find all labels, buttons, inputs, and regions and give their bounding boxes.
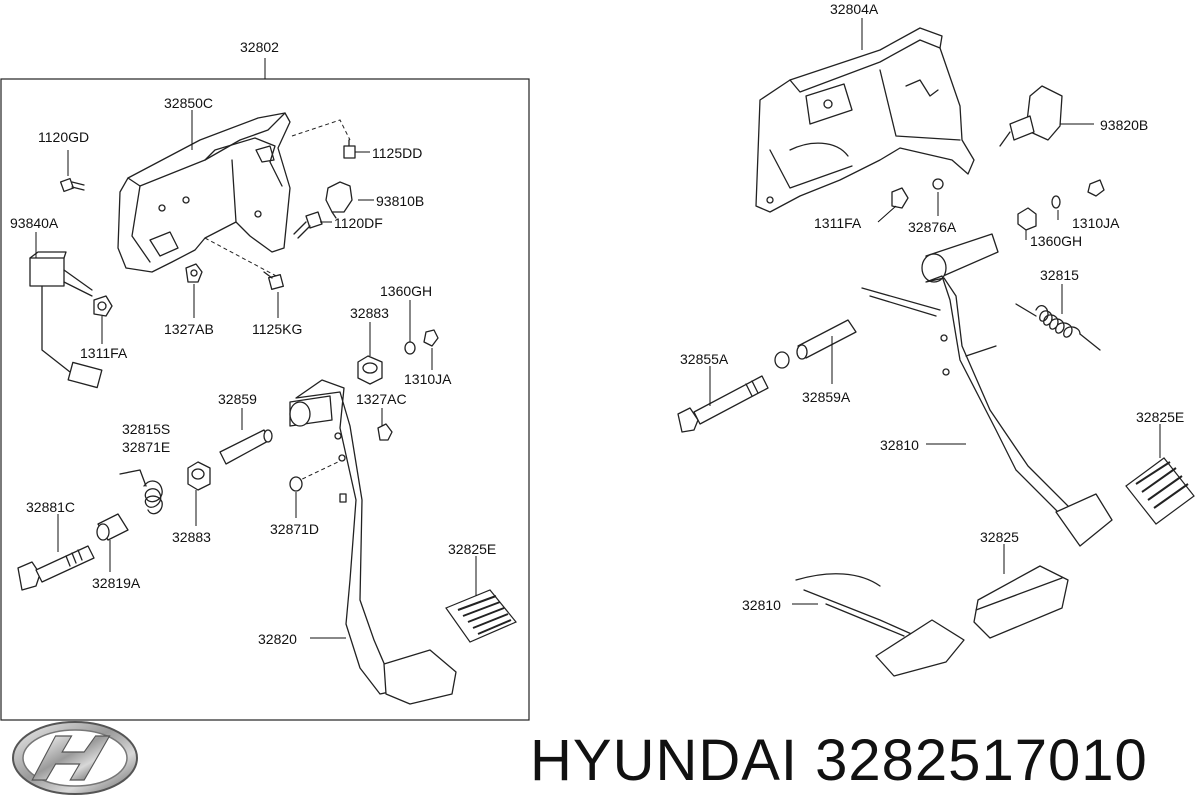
callout-32810-top: 32810 [880,437,919,453]
callout-32810-bottom: 32810 [742,597,781,613]
nut-1327AB [185,263,203,283]
callout-32825E-right: 32825E [1136,409,1184,425]
switch-93840A [29,251,103,389]
callout-1360GH-left: 1360GH [380,283,432,299]
callout-32804A: 32804A [830,1,879,17]
nut-1311FA-right [891,187,909,209]
switch-93810B [325,181,353,219]
callout-32855A: 32855A [680,351,729,367]
callout-32819A: 32819A [92,575,141,591]
pedal-pad-32825 [973,565,1069,639]
bolt-32855A [677,375,769,433]
brake-pedal-arm-32820 [289,379,457,705]
callout-32881C: 32881C [26,499,75,515]
callout-32871D: 32871D [270,521,319,537]
bolt-1120DF [293,211,323,239]
callout-1327AC: 1327AC [356,391,407,407]
pedal-pad-32825E-right [1125,457,1195,525]
callout-32883-top: 32883 [350,305,389,321]
nut-1310JA-left [423,329,439,347]
callout-32883-bottom: 32883 [172,529,211,545]
callout-93810B: 93810B [376,193,424,209]
brand-name: HYUNDAI [530,728,799,793]
callout-1310JA-left: 1310JA [404,371,452,387]
callout-32820: 32820 [258,631,297,647]
callout-32850C: 32850C [164,95,213,111]
brand-part-title: HYUNDAI 3282517010 [530,726,1190,796]
callout-1327AB: 1327AB [164,321,214,337]
washer-32855A [774,351,790,369]
callout-32825E-left: 32825E [448,541,496,557]
bushing-32871D [289,476,303,492]
switch-93820B [999,85,1094,147]
callout-1360GH-right: 1360GH [1030,233,1082,249]
callout-32859: 32859 [218,391,257,407]
bushing-32819A [96,513,129,541]
pedal-arm-32810-bottom [795,573,965,677]
pedal-bracket-right [755,27,975,213]
callout-1125KG: 1125KG [252,321,302,337]
callout-32802: 32802 [240,39,279,55]
washer-1360GH-left [404,341,416,355]
nut-1311FA-left [93,295,113,317]
return-spring-32815 [1015,303,1101,351]
callout-1310JA-right: 1310JA [1072,215,1120,231]
nut-1327AC [377,423,393,441]
callout-32876A: 32876A [908,219,957,235]
nut-1310JA-right-top [1087,179,1105,197]
pedal-pad-32825E-left [445,589,517,643]
callout-1125DD: 1125DD [372,145,422,161]
pedal-arm-32810 [861,233,1113,547]
callout-93840A: 93840A [10,215,59,231]
washer-1310JA-right [1051,195,1061,209]
callout-32825: 32825 [980,529,1019,545]
callout-1120DF: 1120DF [334,215,383,231]
callout-32871E: 32871E [122,439,170,455]
bushing-32883-top [357,355,383,385]
callout-93820B: 93820B [1100,117,1148,133]
bolt-32881C [17,545,95,591]
return-spring-32815S [119,469,163,515]
callout-32815S: 32815S [122,421,170,437]
callout-1311FA-right: 1311FA [814,215,862,231]
callout-32815: 32815 [1040,267,1079,283]
hyundai-logo-icon [12,721,138,795]
spacer-32859A [796,319,857,360]
bushing-1360GH-right [1017,207,1037,231]
bolt-1125DD [343,139,370,159]
callout-1311FA-left: 1311FA [80,345,128,361]
bolt-1120GD [59,177,85,193]
bushing-32883-bottom [187,461,211,491]
washer-32876A [932,178,944,190]
spacer-32859 [219,429,273,465]
callout-32859A: 32859A [802,389,851,405]
callout-1120GD: 1120GD [38,129,89,145]
pedal-bracket-left [117,112,291,273]
part-number: 3282517010 [815,728,1148,793]
bolt-1125KG [263,271,284,290]
